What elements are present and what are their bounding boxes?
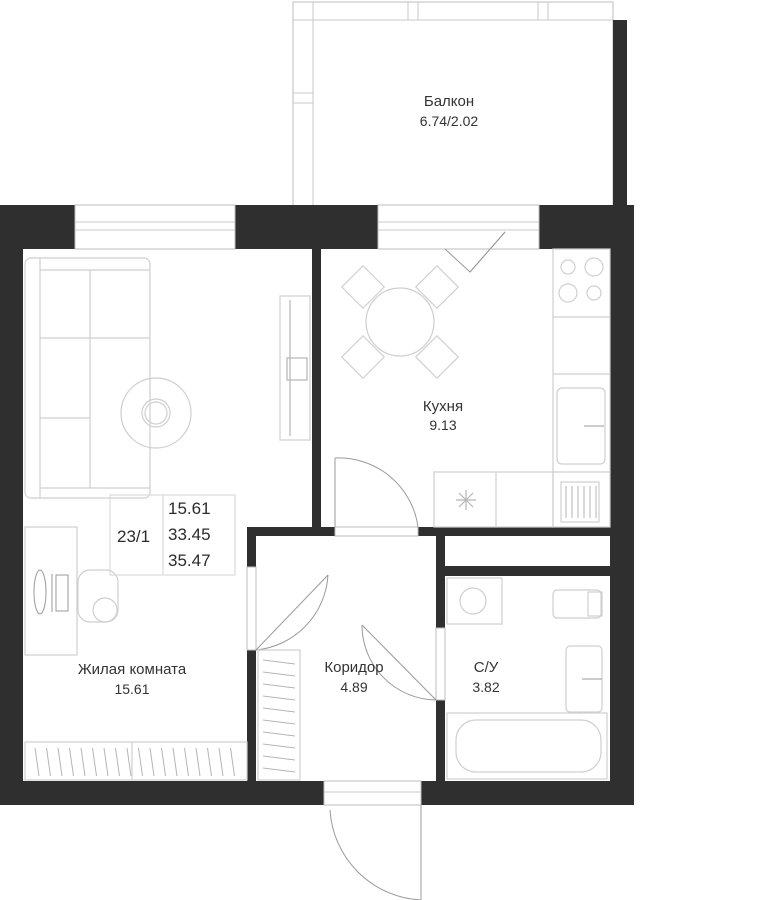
- corridor-wardrobe: [257, 649, 301, 781]
- washing-machine: [446, 577, 503, 625]
- kitchen-counter: [552, 248, 611, 528]
- stove: [558, 257, 604, 303]
- total-with-balcony-value: 35.47: [168, 551, 211, 570]
- bathroom-label: С/У: [474, 659, 499, 676]
- corridor-area: 4.89: [340, 679, 367, 695]
- corridor-label: Коридор: [324, 659, 383, 676]
- living-room-furniture: [24, 257, 311, 781]
- coffee-table: [120, 377, 192, 449]
- oven: [433, 471, 554, 528]
- dining-table: [365, 287, 435, 357]
- sofa: [24, 257, 151, 499]
- windows: [74, 204, 540, 273]
- kitchen-sink: [556, 387, 606, 465]
- dish-rack: [560, 481, 600, 523]
- bathroom-area: 3.82: [472, 679, 499, 695]
- tv-stand: [279, 295, 311, 441]
- toilet: [552, 589, 603, 619]
- apartment-info: 23/1 15.61 33.45 35.47: [109, 494, 236, 576]
- corridor-furniture: [257, 649, 301, 781]
- kitchen-label: Кухня: [423, 398, 463, 415]
- walls: [0, 205, 634, 805]
- wardrobe-hangers: [34, 747, 235, 777]
- desk: [24, 526, 78, 656]
- balcony-right-wall: [613, 20, 627, 206]
- kitchen-furniture: [340, 248, 611, 528]
- balcony-area: 6.74/2.02: [420, 113, 479, 129]
- living-room-area: 15.61: [114, 681, 149, 697]
- wardrobe: [24, 741, 248, 781]
- bathroom-fixtures: [446, 577, 608, 780]
- fan-icon: [456, 490, 476, 510]
- kitchen-area: 9.13: [429, 417, 456, 433]
- doors: [246, 457, 446, 900]
- living-room-label: Жилая комната: [78, 661, 187, 678]
- room-labels: Балкон 6.74/2.02 Кухня 9.13 Жилая комнат…: [78, 93, 500, 697]
- desk-chair: [77, 569, 119, 623]
- living-area-value: 15.61: [168, 499, 211, 518]
- apartment-number: 23/1: [117, 527, 150, 546]
- bathtub: [446, 712, 608, 780]
- total-area-value: 33.45: [168, 525, 211, 544]
- balcony-label: Балкон: [424, 93, 474, 110]
